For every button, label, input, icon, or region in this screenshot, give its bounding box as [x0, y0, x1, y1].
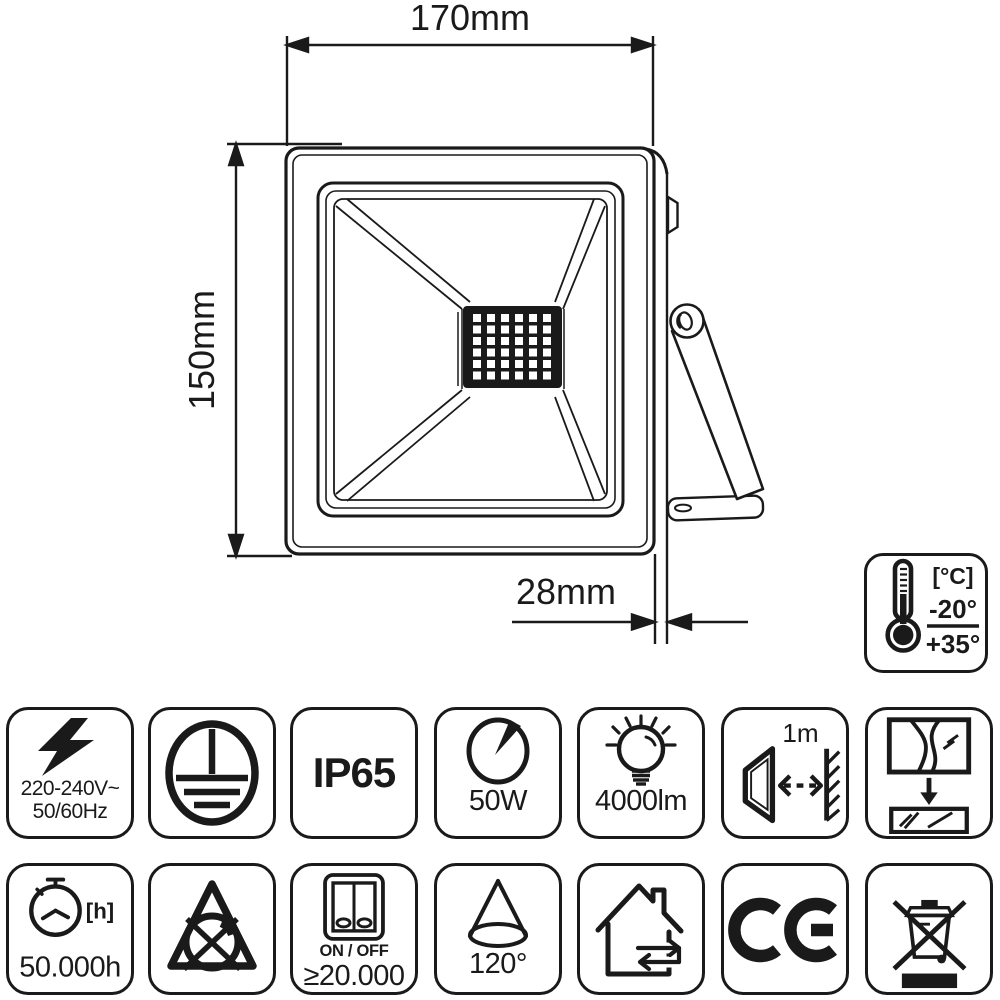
luminous-flux-label: 4000lm — [594, 785, 688, 817]
beam-cone-icon — [468, 879, 528, 948]
beam-angle-label: 120° — [469, 948, 527, 980]
lifetime-label: 50.000h — [19, 951, 121, 983]
spec-weee — [865, 863, 993, 995]
protective-earth-icon — [165, 720, 259, 826]
temperature-max-label: +35° — [926, 629, 981, 659]
side-knob — [666, 194, 679, 236]
reflector-opening — [333, 198, 608, 501]
spec-beam-angle: 120° — [434, 863, 562, 995]
ip-rating-label: IP65 — [312, 749, 396, 796]
power-dial-icon — [466, 717, 530, 785]
bracket-pivot-hole — [678, 311, 693, 331]
spec-switching-cycles: ON / OFF ≥20.000 — [290, 863, 418, 995]
distance-to-surface-icon: 1m — [742, 718, 841, 824]
spec-mounting-distance: 1m — [721, 707, 849, 839]
lifetime-unit-label: [h] — [86, 898, 114, 923]
spec-luminous-flux: 4000lm — [577, 707, 705, 839]
spec-voltage: 220-240V~ 50/60Hz — [6, 707, 134, 839]
switch-label: ON / OFF — [319, 941, 389, 960]
spec-indoor-outdoor — [577, 863, 705, 995]
temperature-min-label: -20° — [929, 594, 977, 624]
height-dimension-label: 150mm — [181, 290, 222, 410]
voltage-label-line1: 220-240V~ — [20, 777, 120, 800]
crossed-circle-triangle-icon — [167, 880, 257, 972]
floodlight-technical-drawing: 170mm 150mm 28mm — [181, 0, 765, 644]
spec-protection-class — [148, 707, 276, 839]
temperature-range-badge: [°C] -20° +35° — [864, 553, 988, 673]
light-bulb-icon — [605, 714, 677, 786]
wattage-label: 50W — [468, 785, 528, 817]
reflector-facets — [335, 198, 606, 502]
mounting-bracket — [666, 303, 765, 522]
spec-non-dimmable — [148, 863, 276, 995]
spec-ip-rating: IP65 — [290, 707, 418, 839]
distance-label: 1m — [782, 718, 818, 748]
temperature-unit-label: [°C] — [932, 563, 973, 589]
thermometer-icon — [885, 558, 922, 653]
spec-ce-mark — [721, 863, 849, 995]
spec-tempered-glass — [865, 707, 993, 839]
voltage-label-line2: 50/60Hz — [32, 799, 108, 823]
switch-cycles-label: ≥20.000 — [303, 959, 405, 992]
stopwatch-icon: [h] 50.000h — [19, 877, 121, 983]
lightning-bolt-icon — [38, 718, 94, 776]
house-airflow-icon — [595, 883, 685, 977]
spec-wattage: 50W — [434, 707, 562, 839]
rocker-switch-icon — [323, 873, 385, 941]
crossed-out-wheelie-bin-icon — [892, 899, 967, 989]
glass-frame — [316, 181, 625, 518]
spec-lifetime: [h] 50.000h — [6, 863, 134, 995]
led-array — [463, 306, 562, 388]
broken-glass-replacement-icon — [886, 717, 972, 834]
depth-dimension — [512, 172, 748, 644]
width-dimension — [283, 36, 657, 146]
width-dimension-label: 170mm — [410, 0, 530, 38]
height-dimension — [227, 140, 342, 560]
ce-mark-icon — [728, 897, 837, 963]
depth-dimension-label: 28mm — [516, 571, 616, 612]
